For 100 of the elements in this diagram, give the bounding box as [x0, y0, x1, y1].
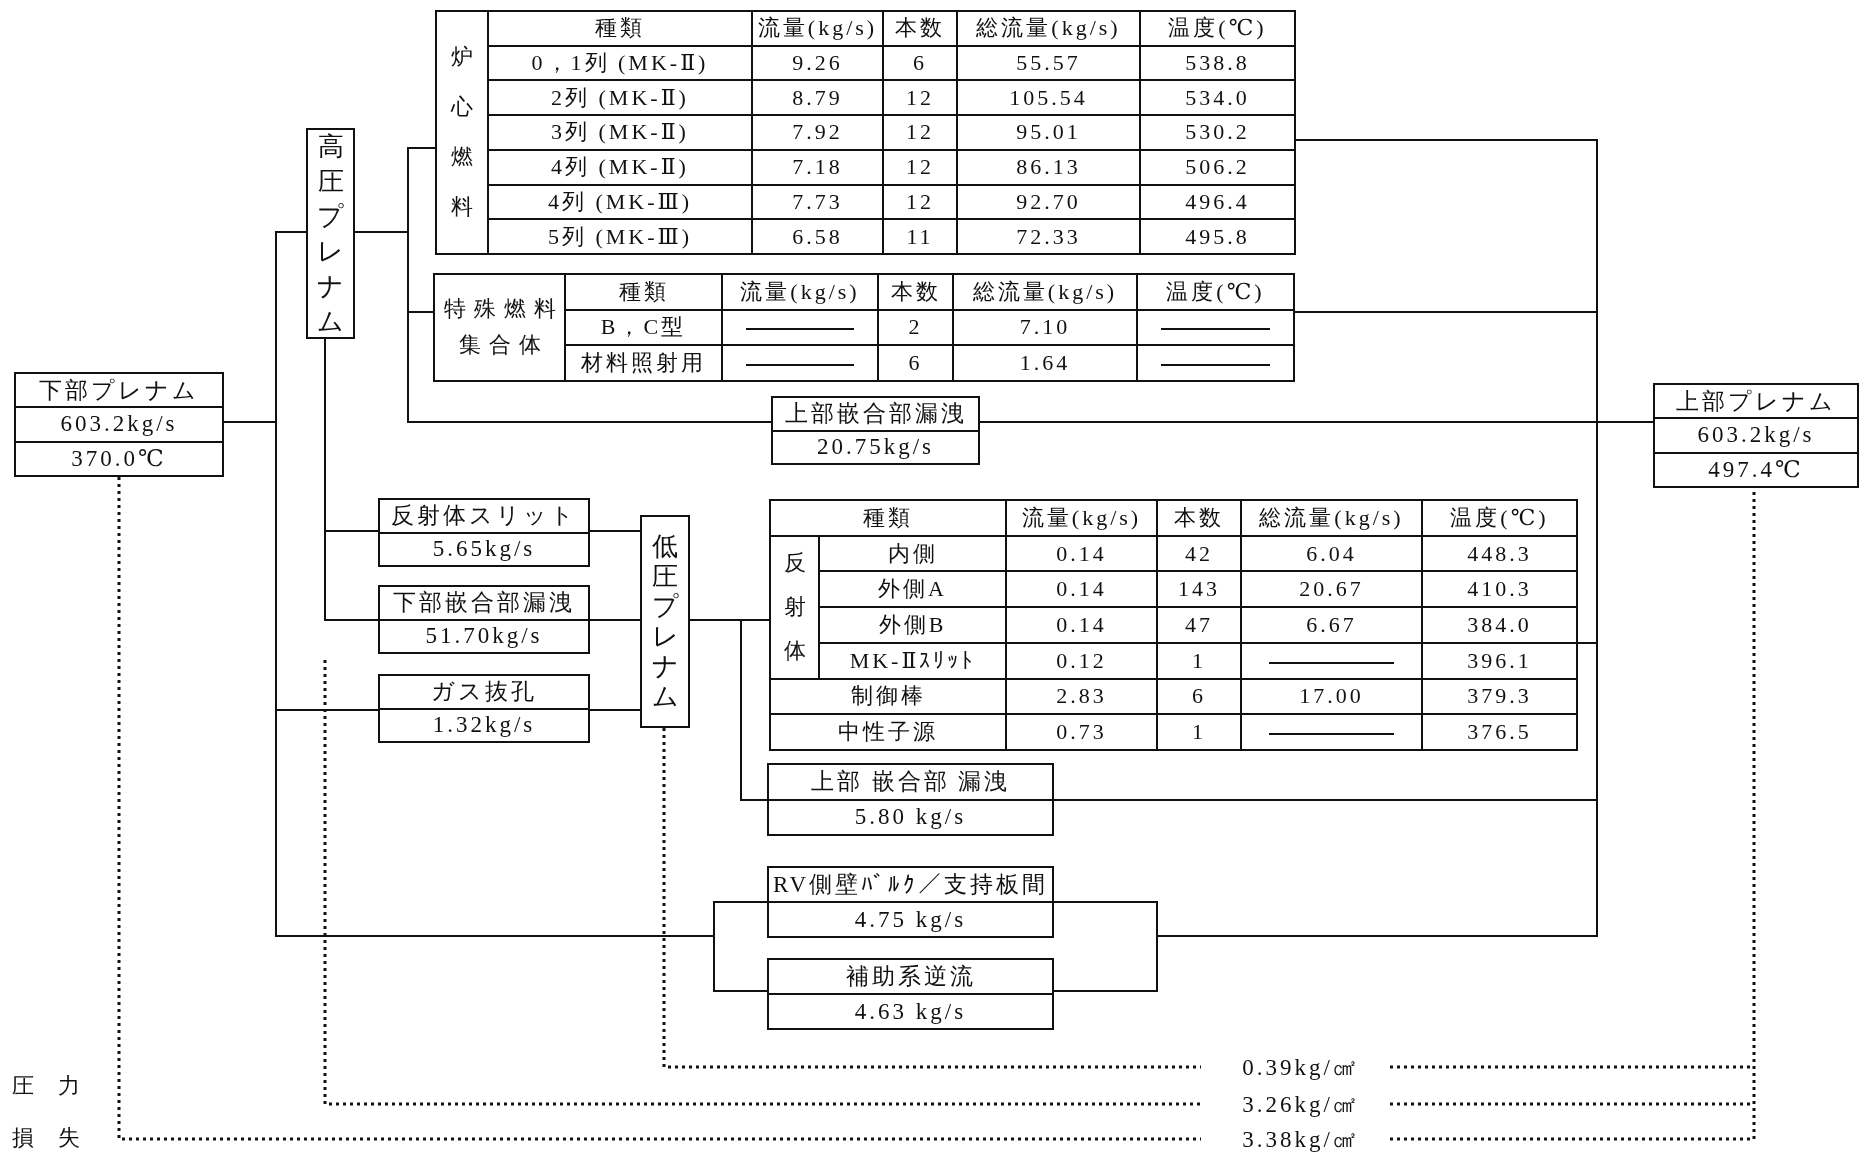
box-cell-text: 51.70kg/s [424, 622, 544, 651]
table-cell: 種類 [488, 11, 752, 46]
table-cell: 47 [1157, 607, 1241, 643]
table-cell: 温度(℃) [1137, 274, 1294, 310]
table-cell: 12 [883, 149, 957, 185]
table-cell: 384.0 [1422, 607, 1577, 643]
table-cell: 2.83 [1006, 678, 1157, 715]
table-cell: 7.92 [752, 115, 883, 150]
box-cell: 上部 嵌合部 漏洩 [769, 765, 1052, 801]
table-cell: 20.67 [1241, 571, 1422, 608]
side-label: 圧力損失 [12, 1072, 105, 1152]
table-cell: 7.10 [953, 309, 1137, 346]
table-cell: 448.3 [1422, 535, 1577, 572]
table-cell: 本数 [883, 11, 957, 46]
table-cell: 0.12 [1006, 642, 1157, 679]
table-cell: 0.14 [1006, 607, 1157, 643]
table-cell: 2 [878, 309, 953, 346]
table-cell: 外側B [819, 607, 1006, 643]
table-cell: 12 [883, 115, 957, 150]
box-cell: 603.2kg/s [16, 408, 222, 443]
data-table [433, 273, 1295, 382]
table-cell: 410.3 [1422, 571, 1577, 608]
box-cell: 603.2kg/s [1655, 419, 1857, 454]
table-cell: 反射体 [770, 535, 819, 679]
table-cell: 376.5 [1422, 714, 1577, 750]
connector-line [589, 709, 641, 711]
table-cell: 42 [1157, 535, 1241, 572]
box-cell: ガス抜孔 [380, 676, 588, 710]
table-cell: 72.33 [957, 219, 1140, 254]
table-cell: 86.13 [957, 149, 1140, 185]
connector-line [689, 619, 768, 801]
box-cell: 上部プレナム [1655, 385, 1857, 420]
box-cell-text: 497.4℃ [1707, 456, 1805, 485]
table-cell: 0.14 [1006, 535, 1157, 572]
flow-box [378, 674, 590, 743]
plenum-box: 高圧プレナム [306, 128, 355, 339]
table-cell: 流量(kg/s) [1006, 500, 1157, 536]
table-cell: 本数 [1157, 500, 1241, 536]
box-cell-text: 370.0℃ [70, 445, 168, 474]
table-cell: 4列 (MK-Ⅲ) [488, 184, 752, 220]
flow-box [767, 763, 1054, 836]
table-cell: 温度(℃) [1422, 500, 1577, 536]
table-cell: 種類 [565, 274, 722, 310]
flow-box [378, 585, 590, 654]
connector-line [324, 338, 379, 621]
box-cell-text: 4.63 kg/s [853, 997, 968, 1026]
table-cell: 5列 (MK-Ⅲ) [488, 219, 752, 254]
table-cell: 6.67 [1241, 607, 1422, 643]
box-cell-text: 4.75 kg/s [853, 905, 968, 934]
table-cell: 外側A [819, 571, 1006, 608]
table-cell: 55.57 [957, 45, 1140, 81]
box-cell-text: 5.65kg/s [431, 535, 537, 564]
table-cell: 6 [883, 45, 957, 81]
table-cell: 総流量(kg/s) [1241, 500, 1422, 536]
box-cell: 反射体スリット [380, 500, 588, 534]
data-table [435, 10, 1296, 255]
connector-line [589, 530, 641, 532]
box-cell: RV側壁ﾊﾞﾙｸ／支持板間 [769, 868, 1052, 903]
table-cell: 12 [883, 184, 957, 220]
table-cell: 制御棒 [770, 678, 1006, 715]
table-cell: 506.2 [1140, 149, 1295, 185]
table-cell: 379.3 [1422, 678, 1577, 715]
table-cell: 内側 [819, 535, 1006, 572]
table-cell: 495.8 [1140, 219, 1295, 254]
table-cell: 総流量(kg/s) [957, 11, 1140, 46]
table-cell: 4列 (MK-Ⅱ) [488, 149, 752, 185]
plenum-box: 低圧プレナム [640, 515, 690, 728]
table-cell: 1 [1157, 642, 1241, 679]
flow-box [378, 498, 590, 567]
table-cell: 特殊燃料集合体 [434, 274, 565, 381]
table-cell: 材料照射用 [565, 345, 722, 381]
table-cell: 12 [883, 80, 957, 116]
table-cell: 温度(℃) [1140, 11, 1295, 46]
table-cell: 17.00 [1241, 678, 1422, 715]
table-cell: 中性子源 [770, 714, 1006, 750]
table-cell: 95.01 [957, 115, 1140, 150]
table-cell: B，C型 [565, 309, 722, 346]
table-cell: 534.0 [1140, 80, 1295, 116]
table-cell: 1.64 [953, 345, 1137, 381]
table-cell: 6.58 [752, 219, 883, 254]
table-cell: 9.26 [752, 45, 883, 81]
flow-box [1653, 383, 1859, 488]
data-table [769, 499, 1578, 751]
table-cell: MK-Ⅱｽﾘｯﾄ [819, 642, 1006, 679]
table-cell: 7.73 [752, 184, 883, 220]
table-cell: 2列 (MK-Ⅱ) [488, 80, 752, 116]
box-cell: 補助系逆流 [769, 960, 1052, 995]
table-cell: 6 [1157, 678, 1241, 715]
table-cell: 3列 (MK-Ⅱ) [488, 115, 752, 150]
table-cell: 流量(kg/s) [752, 11, 883, 46]
table-cell: 8.79 [752, 80, 883, 116]
flow-box [767, 958, 1054, 1030]
box-cell: 上部嵌合部漏洩 [773, 398, 978, 432]
table-cell: 538.8 [1140, 45, 1295, 81]
table-cell: 0，1列 (MK-Ⅱ) [488, 45, 752, 81]
table-cell: 6 [878, 345, 953, 381]
connector-line [589, 619, 641, 621]
box-cell-text: 5.80 kg/s [853, 803, 968, 832]
table-cell: 143 [1157, 571, 1241, 608]
table-cell: 92.70 [957, 184, 1140, 220]
